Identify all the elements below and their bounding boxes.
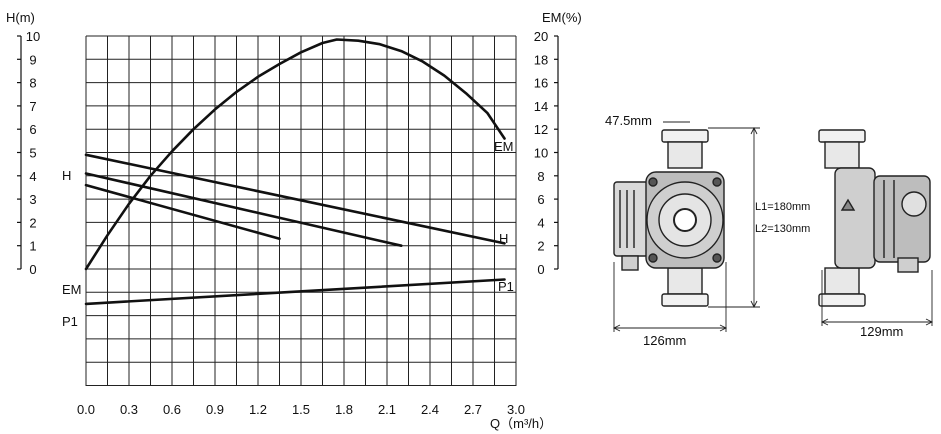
pump-front-view-drawing (613, 129, 725, 307)
x-tick-label: 0.6 (163, 402, 181, 417)
front-width-label: 126mm (643, 333, 686, 348)
right-tick-label: 10 (534, 146, 548, 161)
left-axis-title: H(m) (6, 10, 35, 25)
left-tick-label: 10 (26, 29, 40, 44)
series-h-curve (84, 183, 281, 240)
x-tick-label: 1.2 (249, 402, 267, 417)
x-tick-label: 0.9 (206, 402, 224, 417)
x-tick-label: 2.1 (378, 402, 396, 417)
x-tick-label: 2.4 (421, 402, 439, 417)
left-tick-label: 2 (29, 215, 36, 230)
right-tick-label: 12 (534, 122, 548, 137)
port-dimension-label: 47.5mm (605, 113, 652, 128)
series-h-curve (84, 172, 403, 247)
side-width-label: 129mm (860, 324, 903, 339)
right-axis-title: EM(%) (542, 10, 582, 25)
curve-label-em-left: EM (62, 282, 82, 297)
x-tick-label: 1.5 (292, 402, 310, 417)
right-tick-label: 6 (537, 192, 544, 207)
curve-label-em-right: EM (494, 139, 514, 154)
chart-curves (84, 38, 506, 306)
chart-grid (85, 35, 517, 386)
left-tick-label: 0 (29, 262, 36, 277)
x-tick-label: 1.8 (335, 402, 353, 417)
x-tick-label: 3.0 (507, 402, 525, 417)
left-tick-label: 8 (29, 76, 36, 91)
right-tick-label: 8 (537, 169, 544, 184)
right-tick-label: 0 (537, 262, 544, 277)
right-tick-label: 2 (537, 239, 544, 254)
series-em-curve (84, 38, 506, 271)
right-tick-label: 18 (534, 52, 548, 67)
side-view-dimension-lines (820, 270, 934, 326)
left-tick-label: 5 (29, 146, 36, 161)
x-tick-label: 0.3 (120, 402, 138, 417)
pump-side-view-drawing (818, 129, 931, 307)
right-tick-label: 4 (537, 215, 544, 230)
front-view-dimension-lines (612, 121, 760, 332)
left-tick-label: 1 (29, 239, 36, 254)
left-tick-label: 9 (29, 52, 36, 67)
left-tick-label: 4 (29, 169, 36, 184)
l1-dimension-label: L1=180mm (755, 201, 810, 213)
left-tick-label: 3 (29, 192, 36, 207)
right-tick-label: 16 (534, 76, 548, 91)
x-tick-label: 2.7 (464, 402, 482, 417)
left-tick-label: 6 (29, 122, 36, 137)
curve-label-h-left: H (62, 168, 71, 183)
curve-label-p1-right: P1 (498, 279, 514, 294)
x-tick-label: 0.0 (77, 402, 95, 417)
curve-label-p1-left: P1 (62, 314, 78, 329)
series-p1-curve (84, 278, 506, 306)
curve-label-h-right: H (499, 231, 508, 246)
right-tick-label: 14 (534, 99, 548, 114)
x-axis-title: Q（m³/h） (490, 416, 552, 431)
left-tick-label: 7 (29, 99, 36, 114)
l2-dimension-label: L2=130mm (755, 223, 810, 235)
right-tick-label: 20 (534, 29, 548, 44)
